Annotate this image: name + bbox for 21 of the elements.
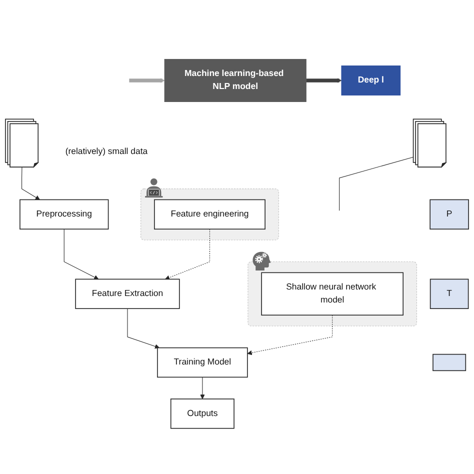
node-label: (relatively) small data <box>65 147 148 156</box>
node-box: Shallow neural network model <box>261 272 404 316</box>
arrow <box>306 78 342 83</box>
node-box: Feature Extraction <box>75 278 180 309</box>
node-box: T <box>430 278 469 309</box>
node-box: Feature engineering <box>154 199 266 230</box>
arrow <box>247 314 333 356</box>
arrow <box>164 228 210 280</box>
node-box <box>432 354 466 372</box>
node-box: Outputs <box>170 398 234 429</box>
arrow <box>200 376 205 400</box>
node-box: Deep l <box>341 66 401 96</box>
node-box: Training Model <box>157 347 248 378</box>
node-box: Preprocessing <box>20 199 109 230</box>
node-box: P <box>430 199 469 230</box>
cluster <box>248 262 417 326</box>
arrow <box>127 308 160 349</box>
arrow <box>22 162 40 200</box>
arrow <box>129 78 165 83</box>
arrow <box>64 228 99 280</box>
node-box: Machine learning-based NLP model <box>164 58 306 102</box>
